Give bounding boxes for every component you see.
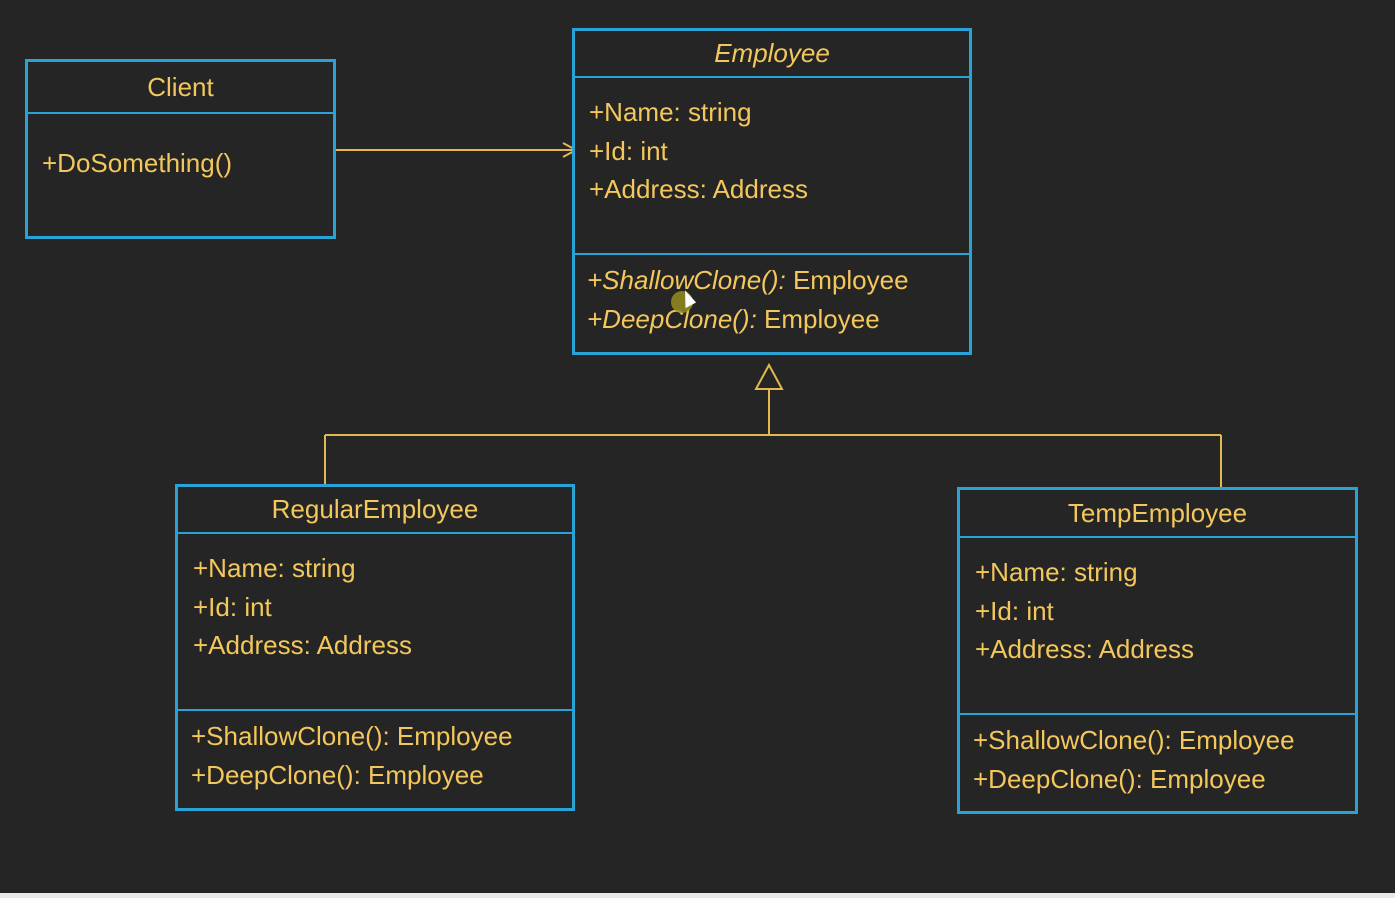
class-employee-operations: +ShallowClone(): Employee +DeepClone(): … (575, 255, 969, 338)
class-client-operations: +DoSomething() (28, 114, 333, 183)
class-temp-employee[interactable]: TempEmployee +Name: string +Id: int +Add… (957, 487, 1358, 814)
class-regular-employee-operations: +ShallowClone(): Employee +DeepClone(): … (178, 711, 572, 794)
class-client-header: Client (28, 62, 333, 114)
attribute-item: +Name: string (589, 97, 752, 127)
attribute-item: +Name: string (975, 557, 1138, 587)
operation-item: +ShallowClone(): Employee (587, 261, 969, 300)
class-regular-employee[interactable]: RegularEmployee +Name: string +Id: int +… (175, 484, 575, 811)
class-temp-employee-header: TempEmployee (960, 490, 1355, 538)
attribute-item: +Address: Address (193, 630, 412, 660)
class-client-name: Client (147, 71, 214, 102)
attribute-item: +Address: Address (589, 174, 808, 204)
class-regular-employee-name: RegularEmployee (271, 494, 479, 524)
attribute-item: +Name: string (193, 553, 356, 583)
class-employee-attributes: +Name: string +Id: int +Address: Address (575, 78, 969, 255)
class-temp-employee-name: TempEmployee (1067, 497, 1248, 528)
class-employee-name: Employee (714, 38, 830, 68)
class-regular-employee-attributes: +Name: string +Id: int +Address: Address (178, 534, 572, 711)
operation-item: +DeepClone(): Employee (191, 759, 484, 790)
attribute-item: +Id: int (975, 595, 1054, 626)
operation-type: Employee (785, 265, 909, 295)
cursor-highlight-icon (671, 291, 693, 313)
class-regular-employee-header: RegularEmployee (178, 487, 572, 534)
class-employee-header: Employee (575, 31, 969, 78)
class-temp-employee-operations: +ShallowClone(): Employee +DeepClone(): … (960, 715, 1355, 798)
bottom-border-strip (0, 893, 1395, 898)
operation-name: +DeepClone(): (587, 303, 757, 334)
operation-item: +DeepClone(): Employee (973, 763, 1266, 794)
class-client[interactable]: Client +DoSomething() (25, 59, 336, 239)
operation-name: +ShallowClone(): (587, 265, 786, 295)
attribute-item: +Address: Address (975, 634, 1194, 664)
generalization-triangle (754, 362, 784, 390)
operation-item: +ShallowClone(): Employee (191, 721, 513, 751)
class-employee[interactable]: Employee +Name: string +Id: int +Address… (572, 28, 972, 355)
operation-item: +ShallowClone(): Employee (973, 725, 1295, 755)
operation-item: +DeepClone(): Employee (587, 300, 969, 339)
attribute-item: +Id: int (193, 591, 272, 622)
class-temp-employee-attributes: +Name: string +Id: int +Address: Address (960, 538, 1355, 715)
operation-item: +DoSomething() (42, 148, 233, 178)
attribute-item: +Id: int (589, 135, 668, 166)
operation-type: Employee (756, 303, 880, 334)
